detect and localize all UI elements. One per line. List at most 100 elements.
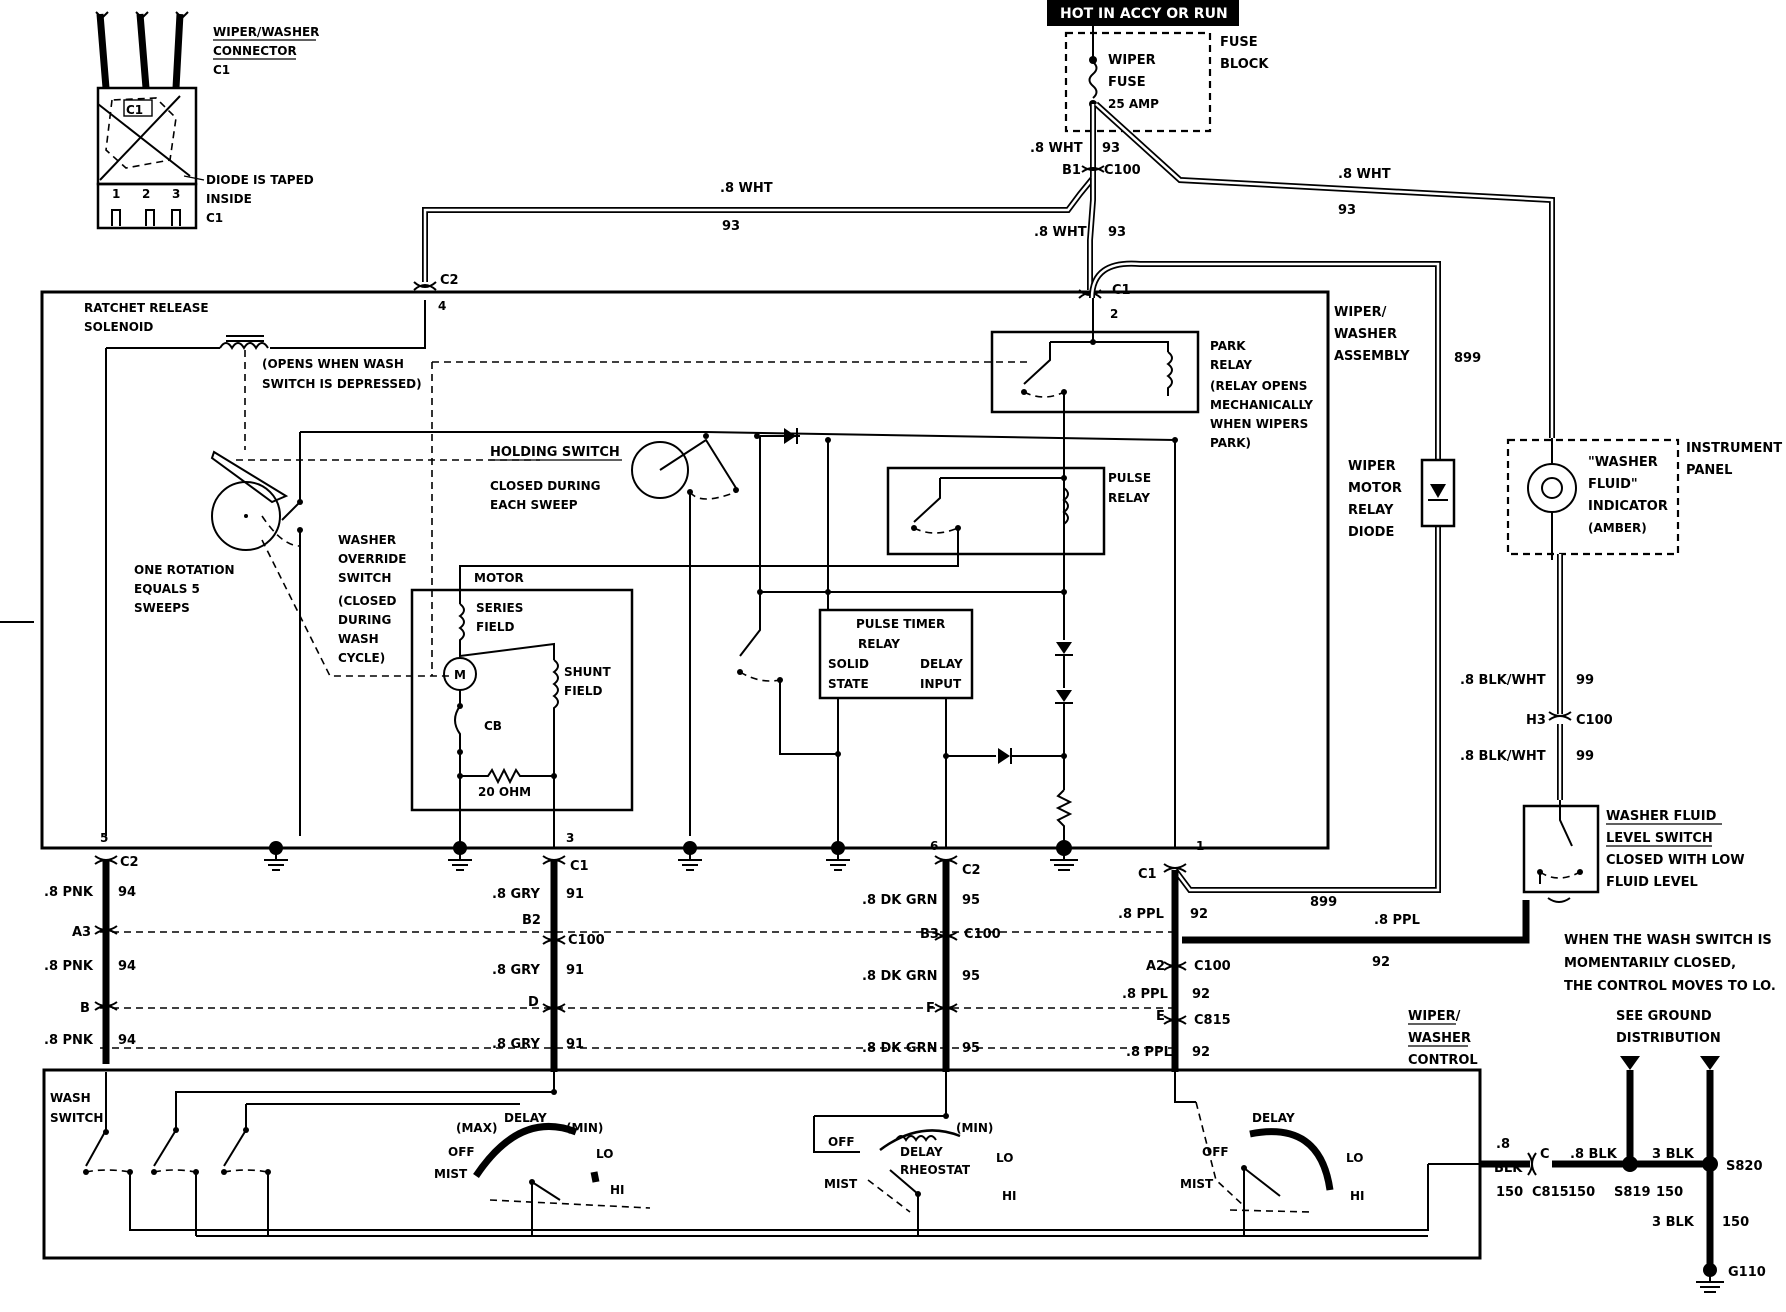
override-switch-label-6: WASH xyxy=(338,632,379,646)
wire-95-color-3: .8 DK GRN xyxy=(862,1041,937,1056)
lo-label-1: LO xyxy=(596,1147,613,1161)
pin-2-assy-label: 2 xyxy=(1110,307,1118,321)
conn-f-label: F xyxy=(926,1001,935,1016)
off-label-2: OFF xyxy=(828,1135,855,1149)
wire-99-circuit-label-2: 99 xyxy=(1576,749,1594,764)
instrument-panel-box xyxy=(1506,438,1680,556)
diode-label-4: DIODE xyxy=(1348,525,1394,540)
pulse-timer-box xyxy=(818,608,974,700)
wire-99-circuit-label: 99 xyxy=(1576,673,1594,688)
assembly-title: WIPER/ xyxy=(1334,305,1387,320)
wire-95-circuit-2: 95 xyxy=(962,969,980,984)
pulse-relay-coil xyxy=(1062,487,1069,540)
wire-92-circuit-3: 92 xyxy=(1192,1045,1210,1060)
fuse-block-box xyxy=(1064,31,1212,133)
wiper-washer-assembly: WIPER/ WASHER ASSEMBLY C2 4 C1 2 RATCHET… xyxy=(40,273,1410,871)
wire-91-color-2: .8 GRY xyxy=(492,963,540,978)
hi-label-3: HI xyxy=(1350,1189,1365,1203)
wire-94-color-3: .8 PNK xyxy=(44,1033,94,1048)
ratchet-solenoid-label: RATCHET RELEASE xyxy=(84,301,209,315)
wire-3blk-label-2: 3 BLK xyxy=(1652,1215,1695,1230)
park-relay-label-5: WHEN WIPERS xyxy=(1210,417,1308,431)
park-relay-box xyxy=(990,330,1200,414)
wire-150-circuit-2: 150 xyxy=(1568,1185,1595,1200)
off-label-1: OFF xyxy=(448,1145,475,1159)
wire-99-color-label-2: .8 BLK/WHT xyxy=(1460,749,1546,764)
splice-s819-label: S819 xyxy=(1614,1185,1651,1200)
splice-s820-label: S820 xyxy=(1726,1159,1763,1174)
pin-2-label: 2 xyxy=(142,187,150,201)
wire-93-circuit-label: 93 xyxy=(1102,141,1120,156)
resistor-20-ohm xyxy=(459,752,554,785)
ground-g110-label: G110 xyxy=(1728,1265,1766,1280)
wire-92-color-2: .8 PPL xyxy=(1122,987,1168,1002)
solid-state-label: SOLID xyxy=(828,657,869,671)
conn-c100-92-label: C100 xyxy=(1194,959,1231,974)
diode-note-2: INSIDE xyxy=(206,192,252,206)
min-label-2: (MIN) xyxy=(956,1121,993,1135)
wire-92-circuit-2: 92 xyxy=(1192,987,1210,1002)
connector-title-3: C1 xyxy=(213,63,230,77)
wire-91-circuit-1: 91 xyxy=(566,887,584,902)
pin-5-label: 5 xyxy=(100,831,108,845)
wash-switch-label: WASH xyxy=(50,1091,91,1105)
fuse-symbol xyxy=(1088,61,1098,99)
indicator-label-4: (AMBER) xyxy=(1588,521,1647,535)
pin-1-label: 1 xyxy=(1196,839,1204,853)
wire-3blk-label-1: 3 BLK xyxy=(1652,1147,1695,1162)
holding-switch-wheel xyxy=(631,441,689,499)
timer-resistor xyxy=(1055,789,1073,848)
conn-c-label: C xyxy=(1540,1147,1550,1162)
wire-93-mid-color: .8 WHT xyxy=(1034,225,1087,240)
diode-label-2: MOTOR xyxy=(1348,481,1402,496)
wire-99-color-label: .8 BLK/WHT xyxy=(1460,673,1546,688)
shunt-field-label-2: FIELD xyxy=(564,684,603,698)
selector-arc-3 xyxy=(1249,1128,1334,1191)
wire-99-blk-wht: .8 BLK/WHT 99 H3 C100 .8 BLK/WHT 99 WASH… xyxy=(1460,554,1745,903)
diode-label: WIPER xyxy=(1348,459,1396,474)
delay-label-1: DELAY xyxy=(504,1111,547,1125)
conn-d-label: D xyxy=(528,995,539,1010)
wire-91-color-3: .8 GRY xyxy=(492,1037,540,1052)
series-field-label-2: FIELD xyxy=(476,620,515,634)
conn-c100-top-label: C100 xyxy=(1104,163,1141,178)
wash-switch-note-2: MOMENTARILY CLOSED, xyxy=(1564,956,1736,971)
wire-150-color-2: .8 BLK xyxy=(1570,1147,1618,1162)
pulse-relay-label-2: RELAY xyxy=(1108,491,1150,505)
wire-95-color-1: .8 DK GRN xyxy=(862,893,937,908)
indicator-label-2: FLUID" xyxy=(1588,477,1638,492)
indicator-label-3: INDICATOR xyxy=(1588,499,1668,514)
wire-899-circuit-label: 899 xyxy=(1454,351,1481,366)
fuse-block-label-2: BLOCK xyxy=(1220,57,1269,72)
wire-899-bottom-label: 899 xyxy=(1310,895,1337,910)
wire-93-color-label: .8 WHT xyxy=(1030,141,1083,156)
wire-91-color-1: .8 GRY xyxy=(492,887,540,902)
wire-94-circuit-1: 94 xyxy=(118,885,136,900)
override-switch-label-3: SWITCH xyxy=(338,571,391,585)
mist-label-1: MIST xyxy=(434,1167,468,1181)
wire-93-mid-circuit: 93 xyxy=(1108,225,1126,240)
park-relay-label-4: MECHANICALLY xyxy=(1210,398,1313,412)
connector-detail: C1 1 2 3 WIPER/WASHER CONNECTOR C1 DIODE… xyxy=(95,11,319,230)
mist-label-2: MIST xyxy=(824,1177,858,1191)
rotation-label-3: SWEEPS xyxy=(134,601,190,615)
hi-label-1: HI xyxy=(610,1183,625,1197)
opens-note-2: SWITCH IS DEPRESSED) xyxy=(262,377,422,391)
lo-label-2: LO xyxy=(996,1151,1013,1165)
fluid-switch-label-4: FLUID LEVEL xyxy=(1606,875,1698,890)
assembly-title-3: ASSEMBLY xyxy=(1334,349,1410,364)
holding-switch-label-3: EACH SWEEP xyxy=(490,498,578,512)
pin-6-label: 6 xyxy=(930,839,938,853)
wire-91-circuit-3: 91 xyxy=(566,1037,584,1052)
power-source: HOT IN ACCY OR RUN WIPER FUSE 25 AMP FUS… xyxy=(1047,0,1269,133)
conn-c2-top-label: C2 xyxy=(440,273,459,288)
circuit-breaker-label: CB xyxy=(484,719,502,733)
wire-93-left-circuit: 93 xyxy=(722,219,740,234)
wire-92-branch xyxy=(1182,900,1530,944)
conn-c815-label: C815 xyxy=(1532,1185,1569,1200)
wire-92-circuit-1: 92 xyxy=(1190,907,1208,922)
override-switch-label: WASHER xyxy=(338,533,396,547)
rotation-label: ONE ROTATION xyxy=(134,563,235,577)
pulse-timer-label: PULSE TIMER xyxy=(856,617,945,631)
